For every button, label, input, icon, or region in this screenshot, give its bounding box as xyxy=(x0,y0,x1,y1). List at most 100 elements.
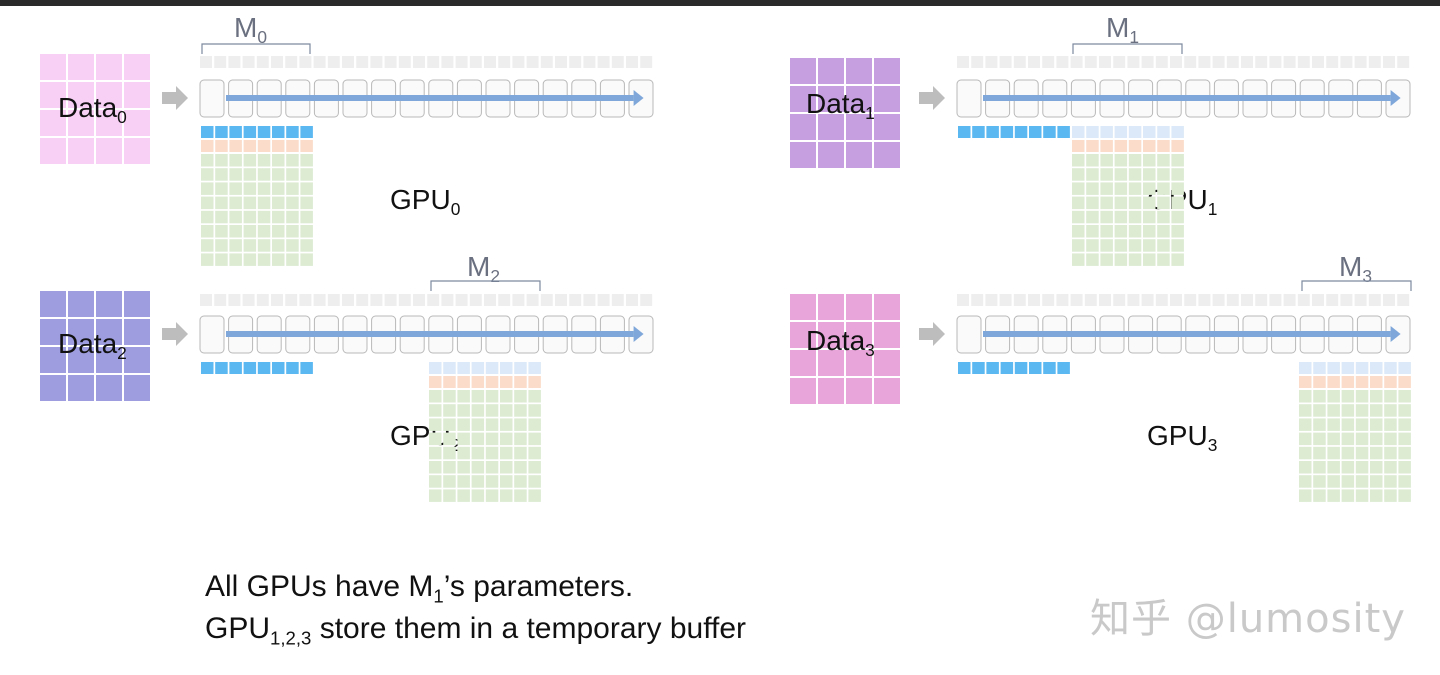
activation-strip-cell xyxy=(1084,56,1097,68)
model-shard-label-1: M1 xyxy=(1106,12,1139,48)
optimizer-state-cell xyxy=(514,390,527,403)
optimizer-state-cell xyxy=(1341,446,1355,460)
gpu-label-3: GPU3 xyxy=(1147,420,1218,456)
data-grid-cell xyxy=(874,294,900,320)
optimizer-state-cell xyxy=(457,418,470,431)
param-cell-owned xyxy=(1029,126,1042,138)
activation-strip-cell xyxy=(597,294,610,306)
optimizer-state-cell xyxy=(429,418,442,431)
grad-cell xyxy=(514,376,527,388)
temp-param-cell xyxy=(1072,126,1085,138)
grad-cell xyxy=(1100,140,1113,152)
activation-strip-cell xyxy=(985,294,998,306)
optimizer-state-cell xyxy=(1086,182,1099,195)
grad-cell xyxy=(1384,376,1397,388)
optimizer-state-cell xyxy=(471,475,485,488)
optimizer-state-cell xyxy=(471,390,485,403)
grad-cell xyxy=(429,376,442,388)
optimizer-state-cell xyxy=(1128,182,1142,195)
optimizer-state-cell xyxy=(1299,390,1312,403)
optimizer-state-cell xyxy=(229,239,242,252)
optimizer-state-cell xyxy=(429,461,442,474)
optimizer-state-cell xyxy=(1327,446,1340,460)
activation-strip-cell xyxy=(1056,294,1069,306)
data-grid-cell xyxy=(68,54,94,80)
optimizer-state-cell xyxy=(272,154,285,167)
data-grid-cell xyxy=(790,58,816,84)
optimizer-state-cell xyxy=(215,154,228,167)
optimizer-state-cell xyxy=(286,253,299,266)
activation-strip-cell xyxy=(1383,56,1395,68)
data-grid-cell xyxy=(874,142,900,168)
optimizer-state-cell xyxy=(443,446,456,460)
activation-strip-cell xyxy=(1368,56,1381,68)
caption-line-2: GPU1,2,3 store them in a temporary buffe… xyxy=(205,612,747,649)
data-grid-cell xyxy=(818,86,844,112)
optimizer-state-cell xyxy=(300,196,313,210)
activation-strip-cell xyxy=(1297,294,1310,306)
temp-param-cell xyxy=(1086,126,1099,138)
optimizer-state-cell xyxy=(1299,475,1312,488)
temp-param-cell xyxy=(1370,362,1383,374)
activation-strip-cell xyxy=(469,294,482,306)
activation-strip-cell xyxy=(228,294,241,306)
optimizer-state-cell xyxy=(1398,418,1411,431)
param-cell-owned xyxy=(243,362,257,374)
optimizer-state-cell xyxy=(1143,253,1156,266)
optimizer-state-cell xyxy=(1128,154,1142,167)
activation-strip-cell xyxy=(1070,294,1083,306)
optimizer-state-cell xyxy=(1072,196,1085,210)
model-shard-bracket xyxy=(1301,280,1412,291)
optimizer-state-cell xyxy=(429,489,442,502)
activation-strip-cell xyxy=(1028,294,1040,306)
data-label-3: Data3 xyxy=(806,325,875,361)
optimizer-state-cell xyxy=(528,446,541,460)
grad-cell xyxy=(286,140,299,152)
activation-strip-cell xyxy=(1312,56,1324,68)
optimizer-state-cell xyxy=(429,432,442,446)
optimizer-state-cell xyxy=(257,168,271,181)
optimizer-state-cell xyxy=(229,168,242,181)
optimizer-state-cell xyxy=(471,461,485,474)
data-grid-cell xyxy=(68,138,94,164)
activation-strip-cell xyxy=(256,294,269,306)
grad-cell xyxy=(1072,140,1085,152)
optimizer-state-cell xyxy=(243,210,257,224)
optimizer-state-cell xyxy=(286,225,299,238)
layer-box xyxy=(956,315,982,354)
activation-strip-cell xyxy=(356,56,369,68)
activation-strip-cell xyxy=(1326,294,1339,306)
optimizer-state-cell xyxy=(1086,168,1099,181)
optimizer-state-cell xyxy=(1100,210,1113,224)
optimizer-state-cell xyxy=(1143,196,1156,210)
data-grid-cell xyxy=(124,347,150,373)
optimizer-state-cell xyxy=(215,182,228,195)
optimizer-state-cell xyxy=(528,418,541,431)
optimizer-state-cell xyxy=(514,418,527,431)
activation-strip-cell xyxy=(398,294,411,306)
optimizer-state-cell xyxy=(1114,182,1128,195)
optimizer-state-cell xyxy=(1384,432,1397,446)
activation-strip-cell xyxy=(498,294,511,306)
optimizer-state-cell xyxy=(215,253,228,266)
optimizer-state-cell xyxy=(1157,253,1170,266)
activation-strip-cell xyxy=(271,294,283,306)
grad-cell xyxy=(243,140,257,152)
optimizer-state-cell xyxy=(300,253,313,266)
param-cell-owned xyxy=(1014,362,1028,374)
data-grid-cell xyxy=(40,138,66,164)
activation-strip-cell xyxy=(1028,56,1040,68)
activation-strip-cell xyxy=(1354,294,1367,306)
optimizer-state-cell xyxy=(429,390,442,403)
optimizer-state-cell xyxy=(457,475,470,488)
activation-strip-cell xyxy=(1397,56,1410,68)
temp-param-cell xyxy=(1313,362,1326,374)
optimizer-state-cell xyxy=(1384,475,1397,488)
activation-strip-cell xyxy=(640,294,653,306)
optimizer-state-cell xyxy=(471,446,485,460)
grad-cell xyxy=(1114,140,1128,152)
data-grid-cell xyxy=(818,322,844,348)
param-cell-owned xyxy=(272,126,285,138)
optimizer-state-cell xyxy=(1100,253,1113,266)
optimizer-state-cell xyxy=(457,432,470,446)
